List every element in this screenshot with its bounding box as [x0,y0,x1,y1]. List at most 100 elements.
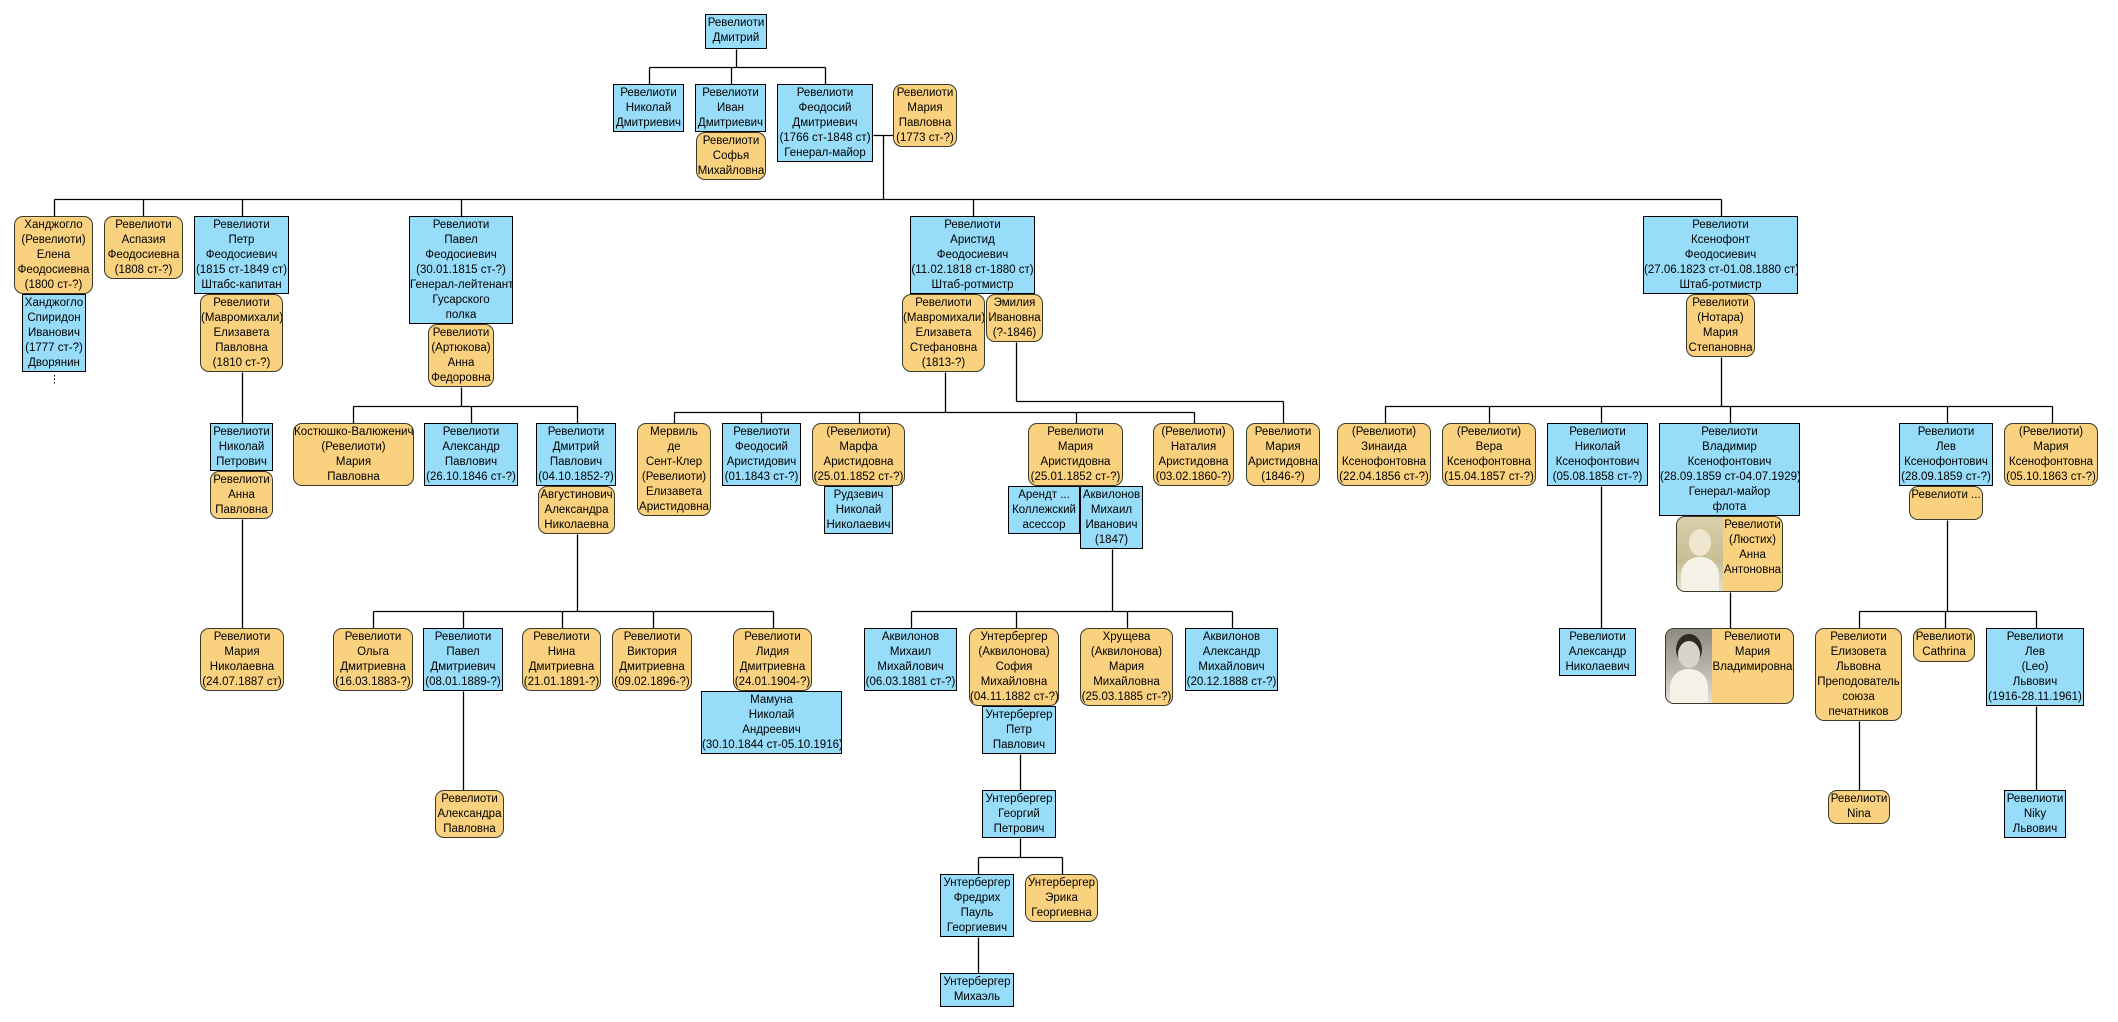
person-text-line: Ревелиоти [213,219,270,231]
person-text-line: Андреевич [742,724,801,736]
person-text-line: Ревелиоти [620,87,677,99]
person-text-line: Мария [1702,327,1739,339]
person-text-line: Петрович [216,456,267,468]
person-text-line: Ревелиоти [442,426,500,438]
person-text-line: Аристидовна [1040,456,1111,468]
person-text-line: Лев [1935,441,1957,453]
person-text-line: Пауль [960,907,994,919]
person-text-line: Павел [446,646,480,658]
person-text-line: Эмилия [993,297,1036,309]
person-node-female[interactable]: Ревелиоти ... [1909,486,1983,520]
person-text-line: (Ревелиоти) [1161,426,1226,438]
person-text-line: Иван [717,102,744,114]
person-text-line: Ревелиоти [623,631,681,643]
person-text-line: (Мавромихали) [903,312,985,324]
person-text-line: Nina [1847,808,1871,820]
portrait-photo [1677,517,1723,591]
person-text-line: Ревелиоти [1917,426,1975,438]
person-text-line: Ревелиоти [1047,426,1104,438]
person-text-line: Ревелиоти [1724,631,1781,643]
person-text-line: (1916-28.11.1961) [1988,691,2082,703]
person-text-line: (Ревелиоти) [1456,426,1522,438]
person-text-line: (04.10.1852-?) [538,471,614,483]
person-text-line: Феодосиевич [1684,249,1757,261]
person-text-line: асессор [1022,519,1066,531]
person-text-line: (Артюкова) [431,342,491,354]
person-text-line: Дмитрий [712,32,760,44]
person-text-line: (24.07.1887 ст) [202,676,282,688]
person-text-line: Аквилонов [1082,489,1141,501]
person-text-line: Львович [2012,823,2058,835]
person-text-line: Хрущева [1102,631,1151,643]
person-text-line: Ксенофонтович [1687,456,1772,468]
person-text-line: Георгиевна [1031,907,1092,919]
person-text-line: (25.01.1852 ст-?) [1030,471,1121,483]
person-text-line: (Ревелиоти) [641,471,707,483]
